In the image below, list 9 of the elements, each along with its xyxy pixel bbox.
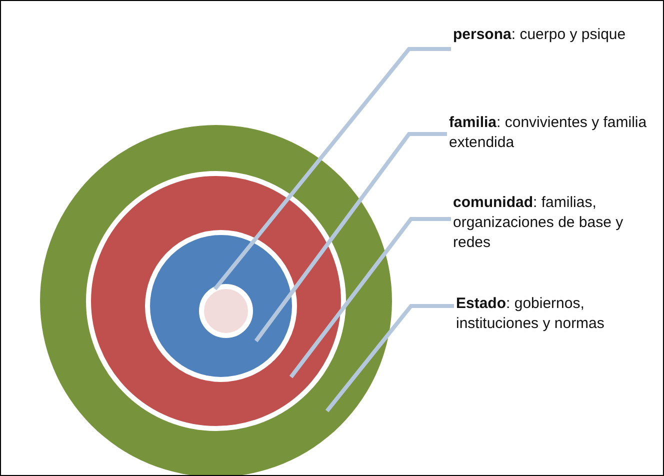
leader-line [213, 47, 451, 290]
leader-line [289, 217, 451, 378]
ring-label: familia: convivientes y familia extendida [449, 113, 649, 153]
ring-label: Estado: gobiernos, instituciones y normas [456, 294, 656, 334]
ring-label: persona: cuerpo y psique [453, 25, 643, 45]
leader-line [325, 304, 454, 412]
ring-label: comunidad: familias, organizaciones de base y redes [453, 193, 663, 253]
leader-line [254, 132, 447, 342]
center-disc [199, 284, 253, 338]
